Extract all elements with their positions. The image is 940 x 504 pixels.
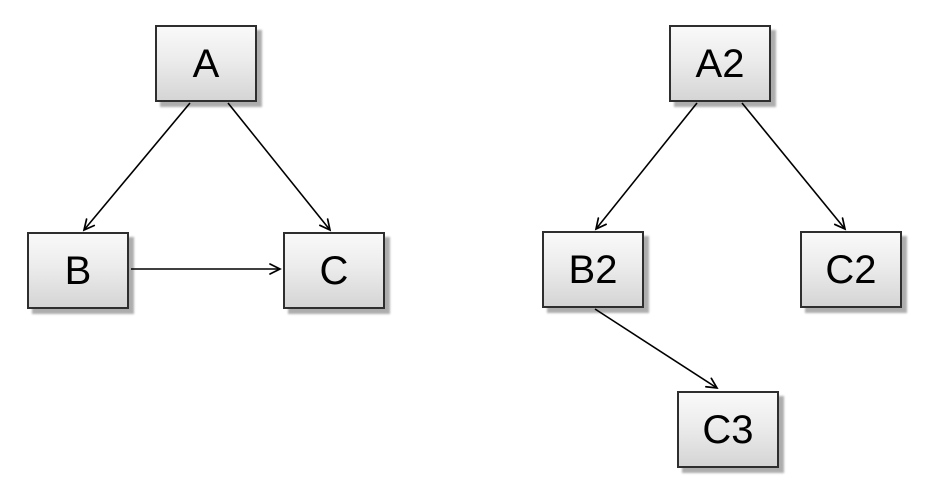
- edge-A-B: [82, 102, 191, 232]
- node-label: A2: [695, 41, 745, 86]
- node-C3: C3: [677, 391, 779, 468]
- node-C: C: [283, 232, 385, 309]
- node-label: B: [64, 248, 92, 293]
- edge-A2-C2: [741, 102, 847, 231]
- node-label: A: [192, 41, 220, 86]
- node-B2: B2: [542, 231, 644, 308]
- edge-A-C: [227, 102, 332, 232]
- node-A: A: [155, 25, 257, 102]
- node-label: B2: [568, 247, 618, 292]
- node-label: C3: [702, 407, 754, 452]
- node-B: B: [27, 232, 129, 309]
- node-A2: A2: [669, 25, 771, 102]
- node-label: C: [319, 248, 349, 293]
- node-C2: C2: [800, 231, 902, 308]
- node-label: C2: [825, 247, 877, 292]
- edge-B2-C3: [594, 308, 719, 390]
- edge-A2-B2: [594, 102, 698, 231]
